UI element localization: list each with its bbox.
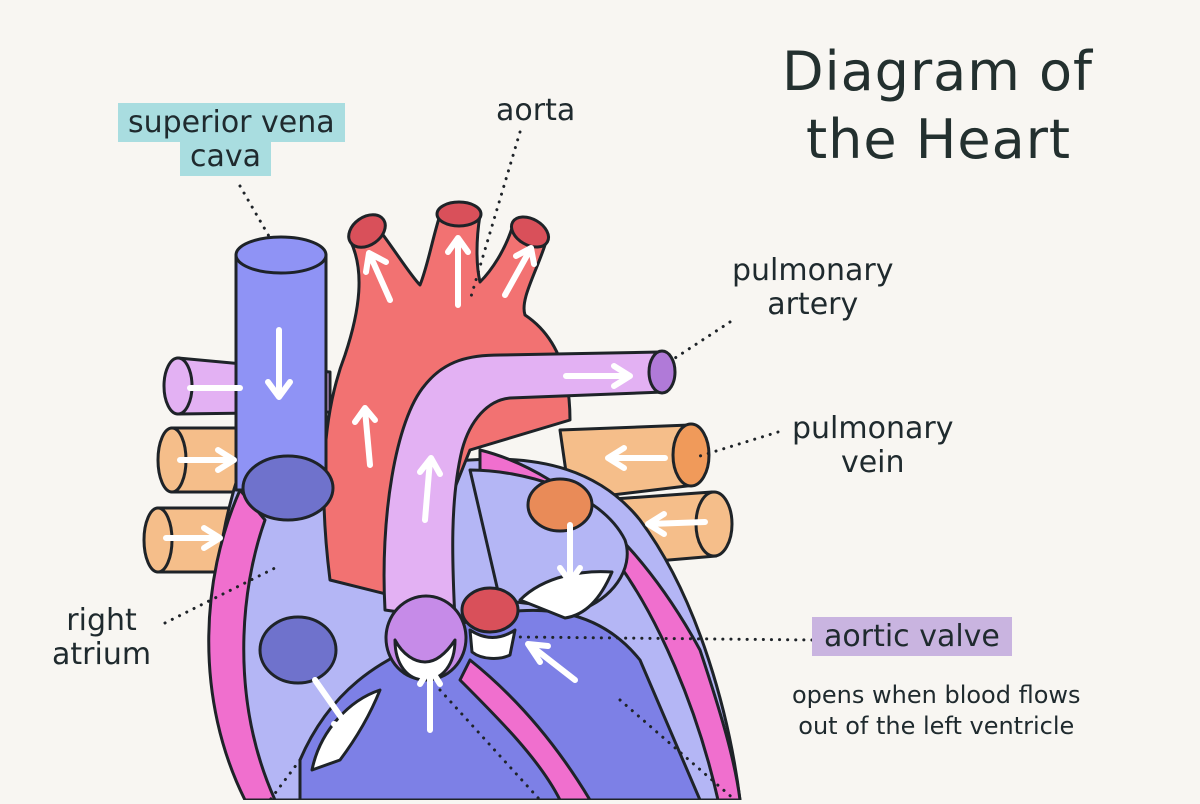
label-svc-line-1: superior vena [118,103,345,142]
diagram-title-line-1: Diagram of [782,40,1094,103]
label-pulmonary-vein: pulmonary vein [792,412,953,480]
aortic-valve-note: opens when blood flows out of the left v… [792,680,1081,742]
aortic-valve-note-line-1: opens when blood flows [792,681,1081,709]
leader-lines [163,130,814,802]
flow-arrows [163,235,708,735]
label-right-atrium-line-2: atrium [52,637,152,672]
label-aortic-valve: aortic valve [812,617,1012,656]
diagram-title-line-2: the Heart [806,108,1072,171]
label-pulmonary-artery-line-1: pulmonary [732,253,894,288]
label-right-atrium: right atrium [52,604,151,672]
label-superior-vena-cava: superior vena cava [118,103,345,176]
superior-vena-cava-vessel [234,235,335,522]
label-pulmonary-artery-line-2: artery [767,287,859,322]
label-pulmonary-vein-line-1: pulmonary [792,411,954,446]
label-pulmonary-artery: pulmonary artery [732,254,893,322]
label-aortic-valve-text: aortic valve [812,617,1012,656]
pulmonary-artery-vessel [382,349,677,622]
aortic-valve-note-line-2: out of the left ventricle [798,712,1075,740]
label-pulmonary-vein-line-2: vein [840,445,905,480]
label-svc-line-2: cava [180,137,272,176]
label-aorta: aorta [496,93,576,128]
inferior-opening [258,477,594,685]
label-right-atrium-line-1: right [66,603,137,638]
